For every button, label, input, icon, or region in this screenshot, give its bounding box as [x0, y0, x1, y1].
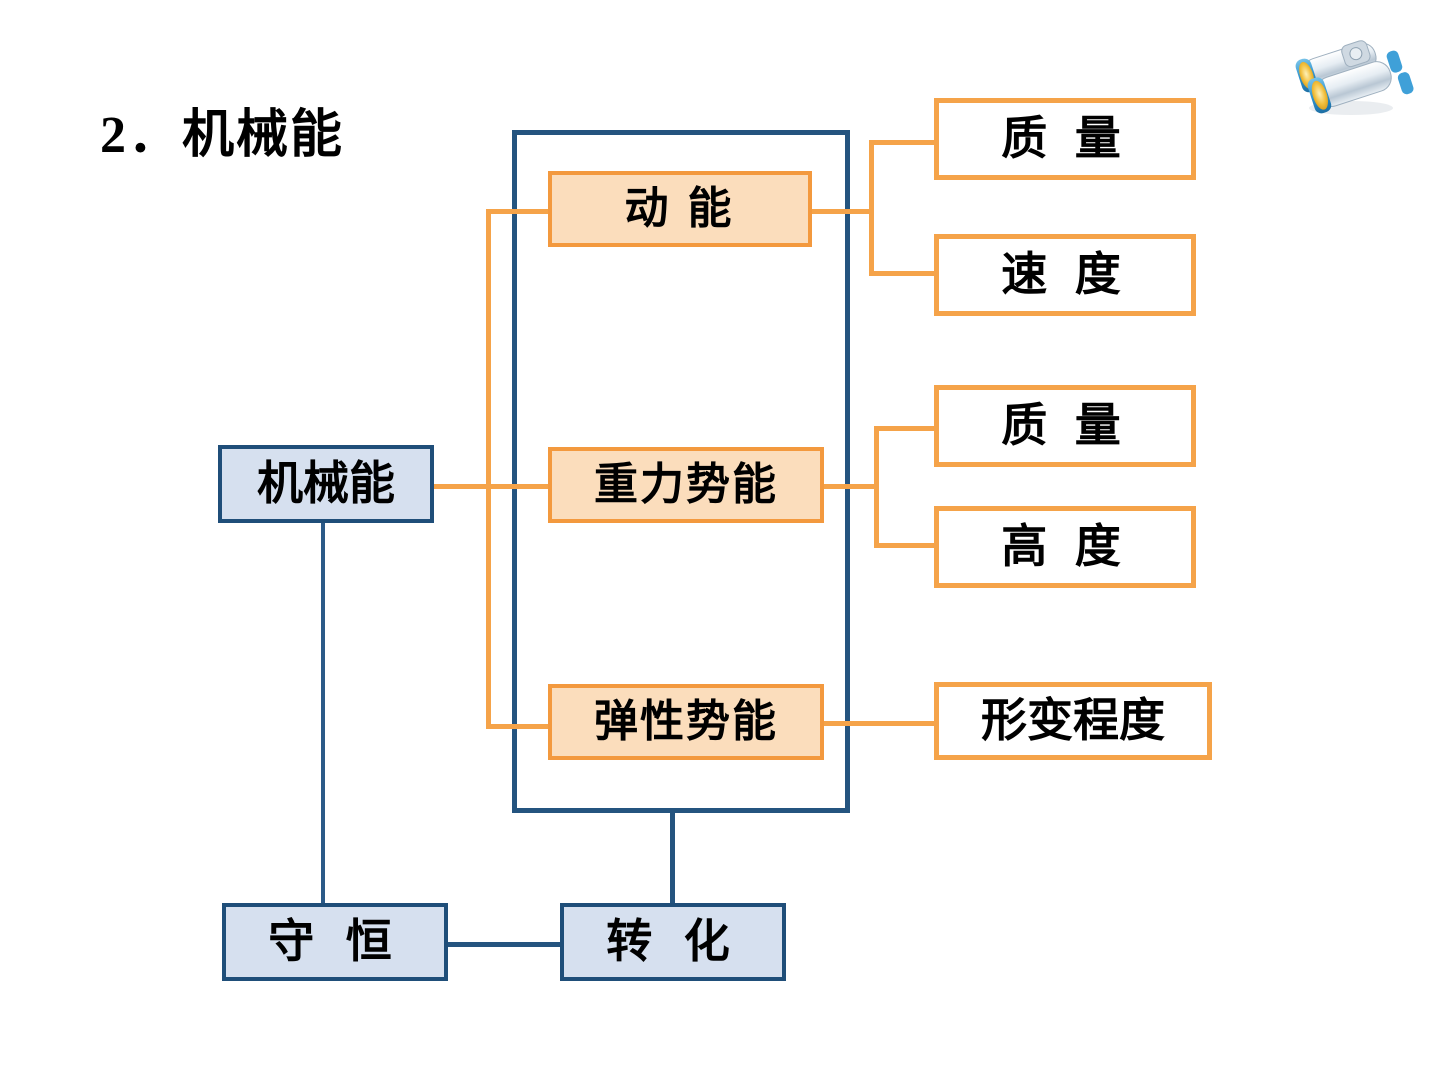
connector-root-to-trunk [434, 484, 490, 489]
page-title: 2．机械能 [100, 107, 345, 164]
connector-to-gravity-factor-2 [874, 543, 937, 548]
node-elastic-factor-deformation[interactable]: 形变程度 [934, 682, 1212, 760]
connector-group-to-conversion [670, 810, 675, 907]
connector-to-kinetic-factor-1 [869, 140, 937, 145]
connector-trunk-to-gravity-pe [486, 484, 550, 489]
node-conversion[interactable]: 转 化 [560, 903, 786, 981]
connector-root-to-conservation [321, 519, 325, 907]
connector-gravity-pe-to-trunk [822, 484, 878, 489]
node-gravity-factor-mass[interactable]: 质 量 [934, 385, 1196, 467]
connector-left-trunk [486, 209, 491, 729]
node-conservation[interactable]: 守 恒 [222, 903, 448, 981]
connector-trunk-to-elastic-pe [486, 724, 550, 729]
node-elastic-potential-energy[interactable]: 弹性势能 [548, 684, 824, 760]
connector-conservation-to-conversion [444, 942, 564, 947]
connector-trunk-to-kinetic [486, 209, 550, 214]
node-kinetic-factor-speed[interactable]: 速 度 [934, 234, 1196, 316]
binoculars-icon [1285, 22, 1425, 122]
node-gravity-factor-height[interactable]: 高 度 [934, 506, 1196, 588]
connector-kinetic-factor-trunk [869, 140, 874, 276]
connector-to-gravity-factor-1 [874, 426, 937, 431]
connector-gravity-factor-trunk [874, 426, 879, 548]
energy-types-group-container [512, 130, 850, 813]
connector-elastic-pe-to-factor [822, 721, 937, 726]
node-kinetic-factor-mass[interactable]: 质 量 [934, 98, 1196, 180]
connector-kinetic-to-trunk [810, 209, 874, 214]
node-kinetic-energy[interactable]: 动 能 [548, 171, 812, 247]
connector-to-kinetic-factor-2 [869, 271, 937, 276]
node-mechanical-energy[interactable]: 机械能 [218, 445, 434, 523]
node-gravitational-potential-energy[interactable]: 重力势能 [548, 447, 824, 523]
